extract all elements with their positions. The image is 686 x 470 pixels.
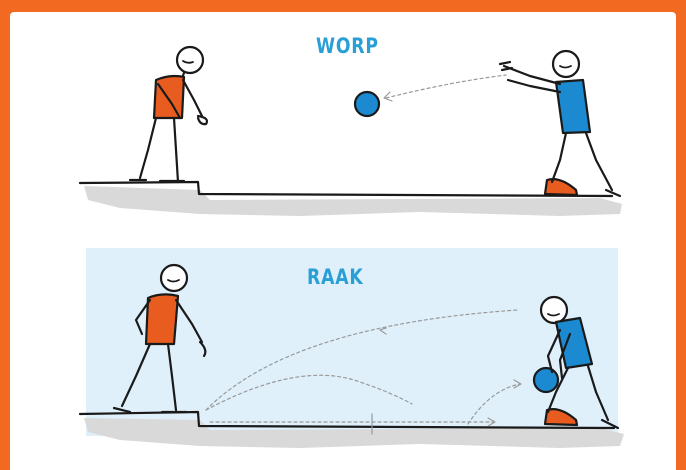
ground-shadow [84, 186, 622, 216]
receiver-figure [130, 47, 207, 182]
ball [355, 92, 379, 116]
ball-2 [534, 368, 558, 392]
thrower-figure [500, 51, 620, 196]
panel-title-raak: RAAK [307, 265, 364, 289]
thrower-head [553, 51, 579, 77]
receiver-head [177, 47, 203, 73]
thrower-head-2 [541, 297, 567, 323]
receiver-shirt-2 [146, 294, 178, 344]
starting-block [545, 179, 577, 195]
receiver-head-2 [161, 265, 187, 291]
thrower-shirt [556, 80, 590, 133]
receiver-shirt [154, 76, 184, 118]
throw-path [386, 75, 506, 98]
panel-worp [80, 47, 622, 216]
panel-title-worp: WORP [316, 34, 379, 58]
